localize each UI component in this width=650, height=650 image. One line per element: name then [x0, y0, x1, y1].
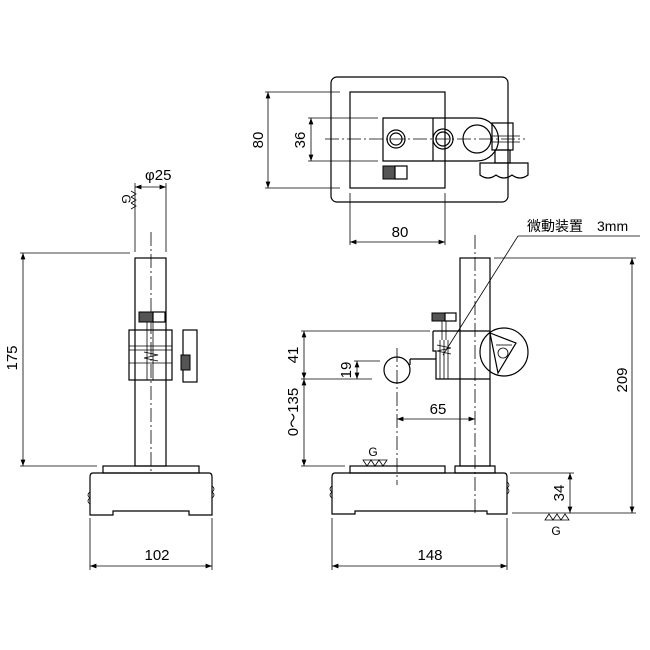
surface-finish-triangles — [130, 190, 137, 210]
dim-stylus-offset: 19 — [338, 362, 355, 379]
dim-top-width: 80 — [392, 224, 409, 241]
side-view: φ25 G 175 102 — [4, 167, 215, 570]
front-view: 微動装置 3mm 41 19 0～135 65 209 34 148 G G — [285, 218, 640, 570]
top-view: 80 36 80 — [250, 76, 529, 245]
dim-total-height: 209 — [614, 367, 631, 392]
dim-side-height: 175 — [4, 345, 21, 370]
dim-top-depth: 80 — [250, 132, 267, 149]
fine-adjust-label: 微動装置 3mm — [527, 218, 628, 234]
surface-finish-g-bottom: G — [551, 524, 560, 538]
dim-bore-spacing: 36 — [292, 132, 309, 149]
surface-finish-g-side: G — [119, 194, 133, 203]
dim-arm-height: 41 — [285, 347, 302, 364]
surface-finish-g-table: G — [368, 445, 377, 459]
dim-travel: 0～135 — [285, 388, 302, 436]
dim-base-width: 102 — [144, 547, 169, 564]
dim-base-length: 148 — [417, 547, 442, 564]
dim-reach: 65 — [430, 401, 447, 418]
dim-column-diameter: φ25 — [145, 167, 171, 184]
dim-base-height: 34 — [551, 485, 568, 502]
